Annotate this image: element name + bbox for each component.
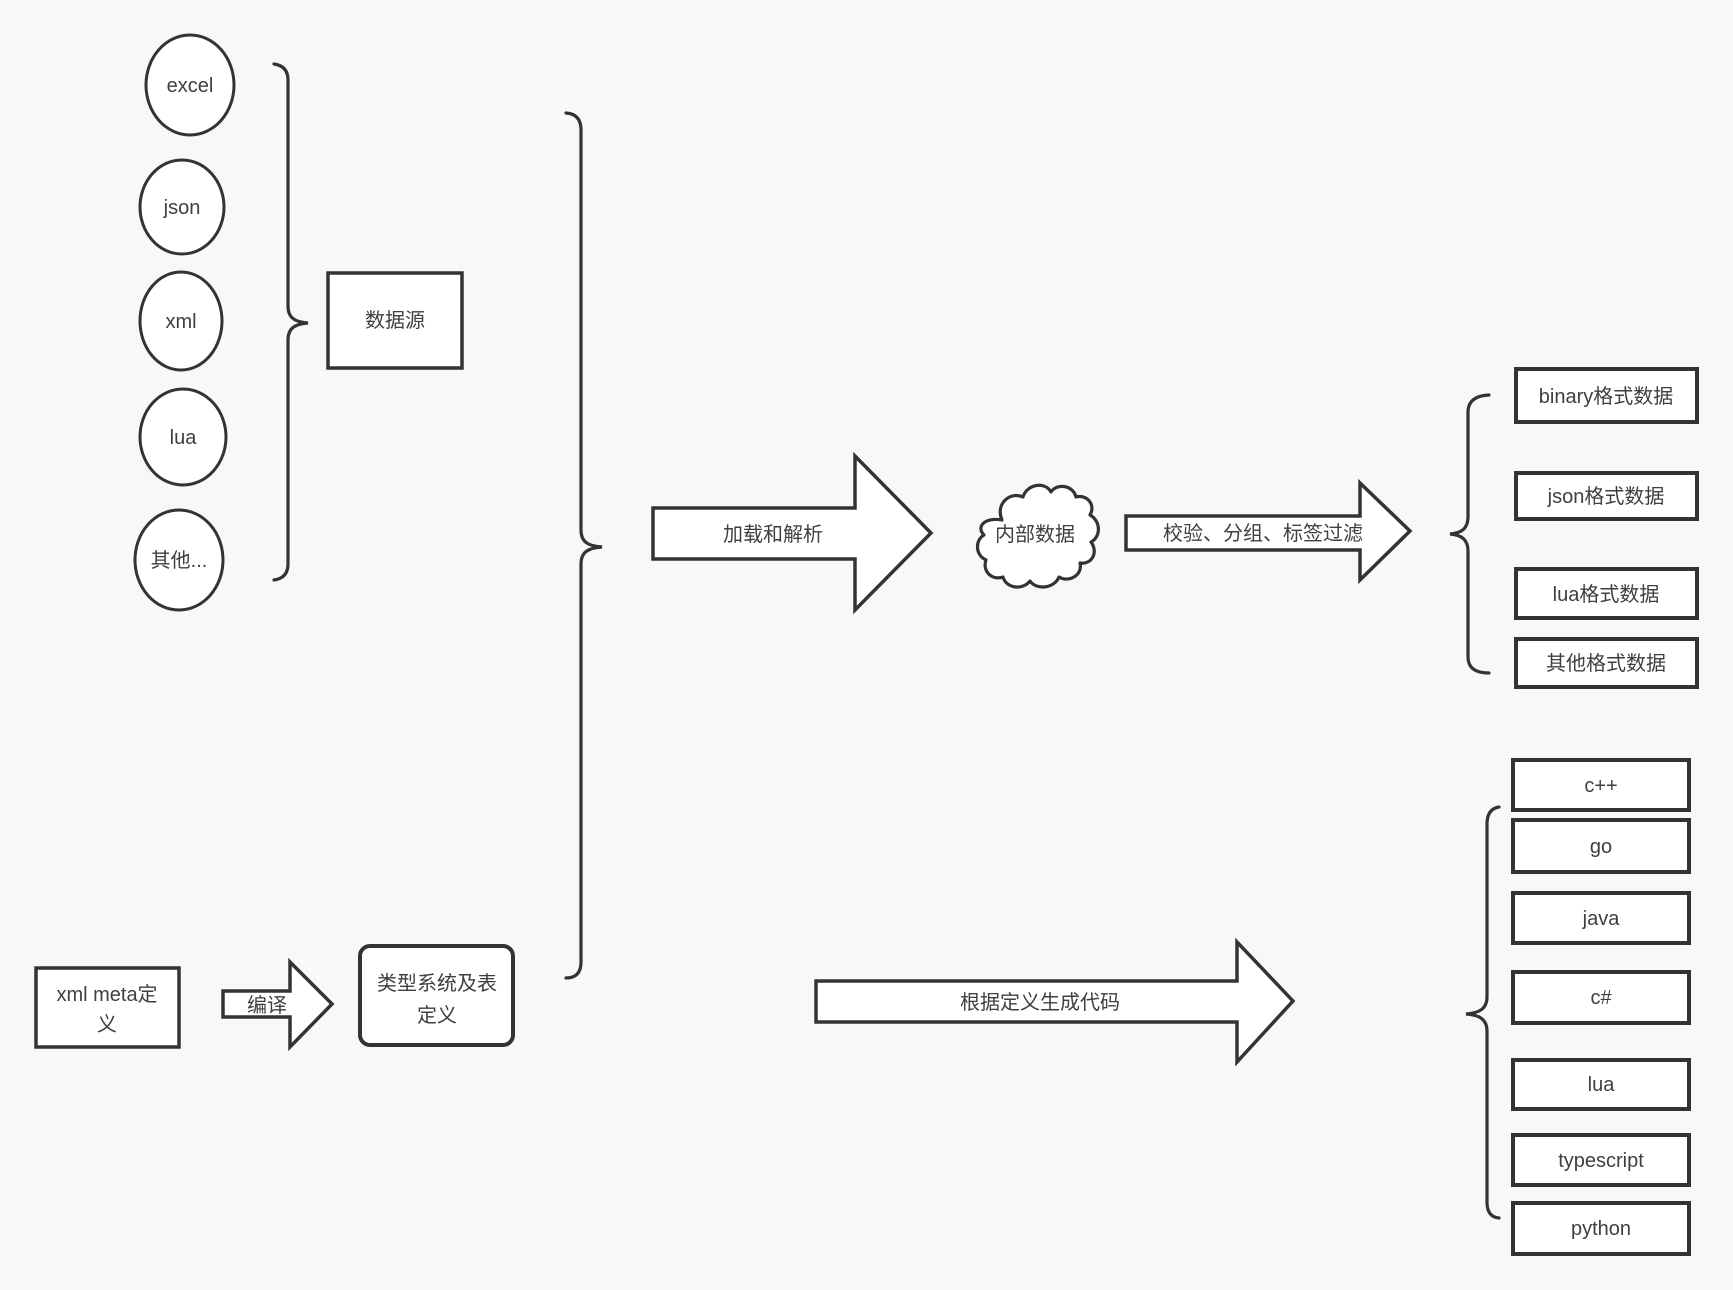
language-box-csharp: c# xyxy=(1511,970,1691,1025)
node-label: lua xyxy=(170,427,198,449)
format-label: json格式数据 xyxy=(1547,485,1665,508)
data-source-label: 数据源 xyxy=(365,309,425,332)
format-label: 其他格式数据 xyxy=(1546,652,1666,675)
rect-shape xyxy=(1511,1133,1691,1187)
format-box-json: json格式数据 xyxy=(1514,471,1699,521)
type-system-label-line1: 类型系统及表 xyxy=(377,972,497,995)
arrow-generate-code: 根据定义生成代码 xyxy=(814,937,1296,1067)
rect-shape xyxy=(358,944,515,1047)
rect-shape xyxy=(1514,637,1699,689)
arrow-label: 加载和解析 xyxy=(723,523,823,546)
languages-brace xyxy=(1465,805,1501,1220)
language-box-cpp: c++ xyxy=(1511,758,1691,812)
language-label: lua xyxy=(1588,1074,1616,1096)
ellipse-shape xyxy=(138,270,224,372)
rect-shape xyxy=(326,271,464,370)
rect-shape xyxy=(1511,1201,1691,1256)
node-label: json xyxy=(163,197,201,219)
type-system-box: 类型系统及表 定义 xyxy=(358,944,515,1047)
formats-brace xyxy=(1449,393,1491,675)
format-label: binary格式数据 xyxy=(1539,385,1673,408)
language-label: java xyxy=(1582,908,1621,930)
language-box-typescript: typescript xyxy=(1511,1133,1691,1187)
language-box-lua: lua xyxy=(1511,1058,1691,1111)
arrow-label: 根据定义生成代码 xyxy=(960,991,1120,1014)
ellipse-shape xyxy=(133,508,225,612)
language-label: go xyxy=(1590,836,1612,858)
arrow-filter: 校验、分组、标签过滤 xyxy=(1124,478,1413,585)
language-box-go: go xyxy=(1511,818,1691,874)
rect-shape xyxy=(1514,471,1699,521)
rect-shape xyxy=(1514,367,1699,424)
arrow-load-parse: 加载和解析 xyxy=(651,451,934,615)
cloud-shape xyxy=(975,483,1100,589)
type-system-label-line2: 定义 xyxy=(417,1004,457,1027)
cloud-label: 内部数据 xyxy=(995,523,1075,546)
language-label: c# xyxy=(1590,987,1612,1009)
rect-shape xyxy=(34,966,181,1049)
ellipse-shape xyxy=(138,158,226,256)
source-node-lua: lua xyxy=(138,387,228,487)
rect-shape xyxy=(1511,818,1691,874)
arrow-compile: 编译 xyxy=(221,957,335,1052)
arrow-shape xyxy=(221,957,335,1052)
arrow-label: 编译 xyxy=(247,994,287,1017)
arrow-shape xyxy=(814,937,1296,1067)
source-node-xml: xml xyxy=(138,270,224,372)
node-label: xml xyxy=(165,311,196,333)
definitions-brace xyxy=(564,111,603,980)
xml-meta-label-line2: 义 xyxy=(97,1013,117,1036)
source-node-other: 其他... xyxy=(133,508,225,612)
arrow-shape xyxy=(651,451,934,615)
rect-shape xyxy=(1511,1058,1691,1111)
rect-shape xyxy=(1511,758,1691,812)
ellipse-shape xyxy=(138,387,228,487)
format-label: lua格式数据 xyxy=(1553,583,1660,606)
language-box-java: java xyxy=(1511,891,1691,945)
internal-data-node: 内部数据 xyxy=(975,483,1100,589)
format-box-other: 其他格式数据 xyxy=(1514,637,1699,689)
language-box-python: python xyxy=(1511,1201,1691,1256)
language-label: python xyxy=(1571,1218,1631,1240)
language-label: typescript xyxy=(1558,1150,1644,1172)
sources-brace xyxy=(272,62,309,582)
format-box-binary: binary格式数据 xyxy=(1514,367,1699,424)
ellipse-shape xyxy=(144,33,236,137)
rect-shape xyxy=(1511,970,1691,1025)
xml-meta-box: xml meta定 义 xyxy=(34,966,181,1049)
arrow-label: 校验、分组、标签过滤 xyxy=(1163,522,1363,545)
node-label: 其他... xyxy=(151,549,208,572)
data-source-box: 数据源 xyxy=(326,271,464,370)
rect-shape xyxy=(1511,891,1691,945)
xml-meta-label-line1: xml meta定 xyxy=(56,983,157,1006)
language-label: c++ xyxy=(1584,775,1617,797)
format-box-lua: lua格式数据 xyxy=(1514,567,1699,620)
source-node-excel: excel xyxy=(144,33,236,137)
source-node-json: json xyxy=(138,158,226,256)
arrow-shape xyxy=(1124,478,1413,585)
rect-shape xyxy=(1514,567,1699,620)
node-label: excel xyxy=(167,75,214,97)
